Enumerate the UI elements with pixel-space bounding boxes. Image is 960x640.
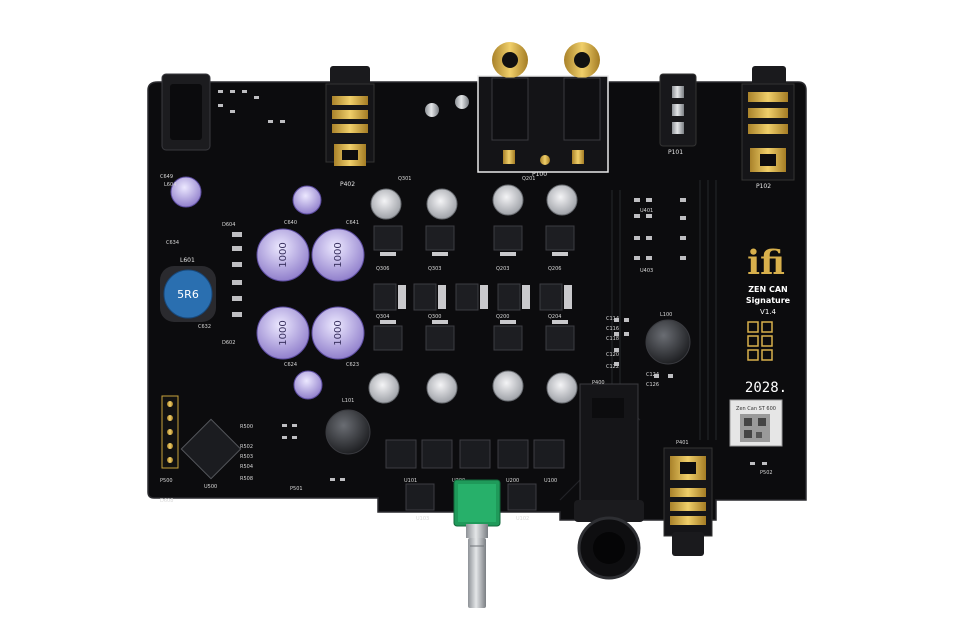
refdes-q203: Q203 — [496, 266, 509, 272]
refdes-r503: R503 — [240, 454, 253, 460]
ic-row — [385, 439, 565, 511]
refdes-c641: C641 — [346, 220, 359, 226]
refdes-u100: U100 — [544, 478, 557, 484]
transistor-tabs — [380, 252, 572, 324]
refdes-c116: C116 — [606, 326, 619, 332]
sticker-label: Zen Can ST 600 — [736, 406, 776, 412]
refdes-u401: U401 — [640, 208, 653, 214]
refdes-q204: Q204 — [548, 314, 561, 320]
refdes-p401: P401 — [676, 440, 689, 446]
jack-p401: P401 — [663, 440, 713, 556]
inductor-l601: 5R6 L601 — [160, 257, 216, 322]
choke-marking: 5R6 — [177, 288, 199, 301]
model-variant: Signature — [746, 296, 791, 305]
svg-text:1000: 1000 — [333, 242, 344, 267]
svg-text:1000: 1000 — [278, 242, 289, 267]
refdes-c114: C114 — [606, 316, 619, 322]
refdes-u200: U200 — [506, 478, 519, 484]
refdes-q201: Q201 — [522, 176, 535, 182]
refdes-u500: U500 — [204, 484, 217, 490]
refdes-p502: P502 — [760, 470, 773, 476]
dc-power-jack — [161, 73, 211, 151]
refdes-l100: L100 — [660, 312, 672, 318]
refdes-q304: Q304 — [376, 314, 389, 320]
rca-jacks-p100: P100 — [477, 42, 609, 178]
smd-parts — [218, 90, 767, 481]
refdes-q300: Q300 — [428, 314, 441, 320]
pin-header-p500: P500 — [160, 395, 179, 484]
refdes-c640: C640 — [284, 220, 297, 226]
jack-p402: P402 — [325, 66, 375, 188]
refdes-c624: C624 — [284, 362, 297, 368]
refdes-q306: Q306 — [376, 266, 389, 272]
model-name: ZEN CAN — [748, 285, 788, 294]
brand-logo: ifi — [747, 243, 785, 283]
refdes-c120: C120 — [606, 352, 619, 358]
year-mark: 2028. — [745, 380, 787, 396]
svg-text:1000: 1000 — [333, 320, 344, 345]
jack-p101: P101 — [659, 73, 697, 156]
board-version: V1.4 — [760, 308, 776, 316]
mcu-u500: U500 — [180, 418, 242, 490]
screw-1 — [425, 103, 439, 117]
inductor-l101: L101 — [325, 398, 371, 455]
refdes-l604: L604 — [164, 182, 176, 188]
refdes-q200: Q200 — [496, 314, 509, 320]
refdes-c634: C634 — [166, 240, 179, 246]
refdes-c124: C124 — [646, 372, 659, 378]
refdes-u103: U103 — [416, 516, 429, 522]
refdes-d608: D608 — [160, 498, 173, 504]
refdes-d604: D604 — [222, 222, 235, 228]
refdes-r500: R500 — [240, 424, 253, 430]
refdes-p100: P100 — [532, 171, 547, 178]
brand-block: ifi ZEN CAN Signature V1.4 2028. — [745, 243, 791, 396]
jack-p400: P400 — [574, 380, 644, 580]
refdes-r502: R502 — [240, 444, 253, 450]
purple-cap-4: 1000 — [311, 306, 365, 360]
refdes-u403: U403 — [640, 268, 653, 274]
refdes-c623: C623 — [346, 362, 359, 368]
refdes-r504: R504 — [240, 464, 253, 470]
refdes-q206: Q206 — [548, 266, 561, 272]
refdes-u101: U101 — [404, 478, 417, 484]
refdes-d602: D602 — [222, 340, 235, 346]
refdes-c118: C118 — [606, 336, 619, 342]
refdes-c122: C122 — [606, 364, 619, 370]
refdes-u102: U102 — [516, 516, 529, 522]
refdes-l601: L601 — [180, 257, 195, 264]
svg-text:1000: 1000 — [278, 320, 289, 345]
refdes-p500: P500 — [160, 478, 173, 484]
purple-cap-2: 1000 — [311, 228, 365, 282]
refdes-l101: L101 — [342, 398, 354, 404]
volume-pot — [453, 479, 501, 608]
refdes-q303: Q303 — [428, 266, 441, 272]
purple-cap-3: 1000 — [256, 306, 310, 360]
purple-cap-small-1 — [170, 176, 202, 208]
pot-shaft — [468, 538, 486, 608]
refdes-r508: R508 — [240, 476, 253, 482]
qr-sticker: Zen Can ST 600 — [729, 399, 783, 447]
transistor-grid — [373, 225, 575, 351]
refdes-c632: C632 — [198, 324, 211, 330]
refdes-p402: P402 — [340, 181, 355, 188]
inductor-l100: L100 — [645, 312, 691, 365]
purple-cap-small-3 — [293, 370, 323, 400]
purple-cap-1: 1000 — [256, 228, 310, 282]
jack-p102: P102 — [741, 66, 795, 190]
refdes-p501: P501 — [290, 486, 303, 492]
refdes-c126: C126 — [646, 382, 659, 388]
refdes-q301: Q301 — [398, 176, 411, 182]
refdes-c649: C649 — [160, 174, 173, 180]
purple-cap-small-2 — [292, 185, 322, 215]
refdes-p101: P101 — [668, 149, 683, 156]
refdes-p400: P400 — [592, 380, 605, 386]
refdes-p102: P102 — [756, 183, 771, 190]
gold-grid-mark — [747, 321, 773, 361]
screw-2 — [455, 95, 469, 109]
silver-caps — [368, 184, 578, 404]
purple-caps: 1000 1000 1000 1000 — [170, 176, 365, 400]
